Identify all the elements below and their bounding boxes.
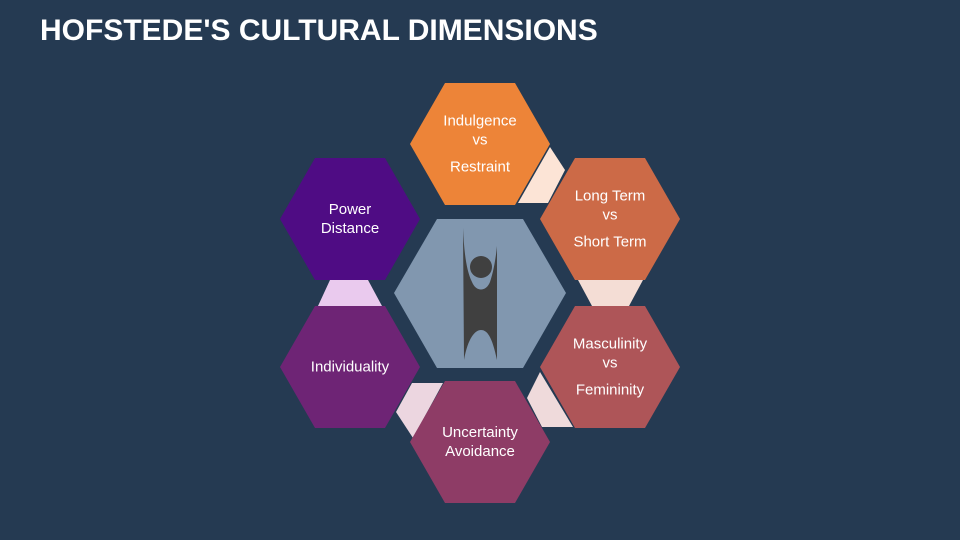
label-line: Long Term bbox=[574, 187, 646, 205]
label-line: Power bbox=[328, 201, 372, 218]
spacer bbox=[540, 225, 680, 233]
hexagon-long-term bbox=[540, 158, 680, 280]
hexagon-uncertainty bbox=[410, 381, 550, 503]
hexagon-indulgence bbox=[410, 83, 550, 205]
label-line: Short Term bbox=[573, 233, 647, 251]
label-line: Individuality bbox=[310, 358, 390, 376]
connector-longterm-masculinity bbox=[578, 280, 643, 306]
label-line: vs bbox=[472, 131, 488, 149]
spacer bbox=[540, 373, 680, 381]
label-line: Indulgence bbox=[443, 112, 517, 130]
connector-indulgence-longterm bbox=[518, 147, 565, 203]
label-line: Uncertainty bbox=[442, 424, 518, 441]
label-line: Avoidance bbox=[445, 443, 515, 460]
label-line: Femininity bbox=[575, 381, 645, 399]
connector-power-individuality bbox=[318, 280, 382, 306]
label-line: Masculinity bbox=[572, 335, 648, 353]
label-individuality: Individuality bbox=[280, 358, 420, 377]
connector-masculinity-uncertainty bbox=[527, 372, 573, 427]
spacer bbox=[410, 150, 550, 158]
label-line: Restraint bbox=[449, 158, 511, 176]
humanist-figure-icon bbox=[463, 228, 497, 360]
page-title: HOFSTEDE'S CULTURAL DIMENSIONS bbox=[40, 14, 598, 47]
label-line: vs bbox=[602, 206, 618, 224]
hexagon-masculinity bbox=[540, 306, 680, 428]
hexagon-individuality bbox=[280, 306, 420, 428]
label-line: Distance bbox=[320, 220, 380, 237]
connector-uncertainty-individuality bbox=[396, 383, 443, 438]
hexagon-power-distance bbox=[280, 158, 420, 280]
label-line: vs bbox=[602, 354, 618, 372]
